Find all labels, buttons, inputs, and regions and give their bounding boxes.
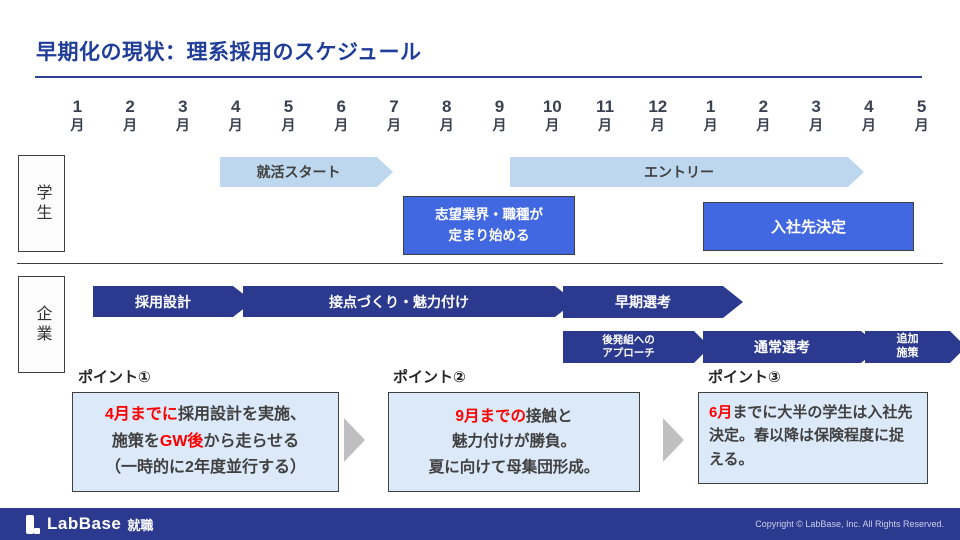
row-label-company: 企業: [18, 276, 65, 373]
point1-box: 4月までに採用設計を実施、施策をGW後から走らせる（一時的に2年度並行する）: [72, 392, 339, 492]
point3-box: 6月までに大半の学生は入社先決定。春以降は保険程度に捉える。: [698, 392, 928, 484]
arrow-additional-measures: 追加 施策: [865, 331, 960, 363]
brand-suffix: 就職: [127, 517, 154, 533]
row-label-student: 学生: [18, 155, 65, 252]
arrow-entry: エントリー: [510, 157, 864, 187]
band-divider: [17, 263, 943, 264]
box-company-decision: 入社先決定: [703, 202, 914, 251]
point2-box: 9月までの接触と魅力付けが勝負。夏に向けて母集団形成。: [388, 392, 640, 492]
arrow-latecomer-approach: 後発組への アプローチ: [563, 331, 710, 363]
chevron-right-icon: [663, 418, 684, 462]
point2-label: ポイント②: [393, 369, 466, 386]
arrow-recruit-design: 採用設計: [93, 286, 253, 317]
arrow-early-selection: 早期選考: [563, 286, 743, 318]
page-title: 早期化の現状：理系採用のスケジュール: [36, 41, 422, 64]
copyright-text: Copyright © LabBase, Inc. All Rights Res…: [755, 519, 944, 529]
arrow-job-hunt-start: 就活スタート: [220, 157, 393, 187]
arrow-normal-selection: 通常選考: [703, 331, 881, 363]
arrow-contact-attraction: 接点づくり・魅力付け: [243, 286, 575, 317]
title-underline: [35, 76, 922, 78]
point3-label: ポイント③: [708, 369, 781, 386]
box-aspiration-forming: 志望業界・職種が 定まり始める: [403, 196, 575, 255]
labbase-logo-icon: [26, 514, 40, 534]
brand-logo: LabBase 就職: [26, 514, 153, 534]
point1-label: ポイント①: [78, 369, 151, 386]
chevron-right-icon: [344, 418, 365, 462]
footer-bar: LabBase 就職 Copyright © LabBase, Inc. All…: [0, 508, 960, 540]
brand-name: LabBase: [47, 514, 122, 533]
